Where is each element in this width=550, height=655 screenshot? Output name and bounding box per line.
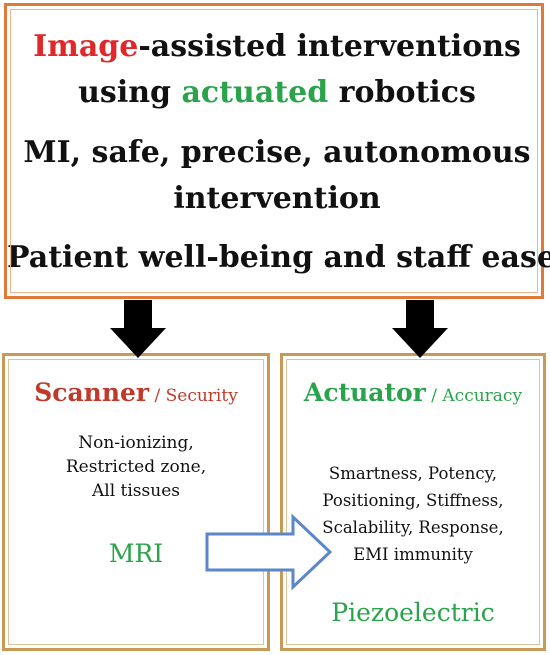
list-item: Restricted zone,: [65, 457, 207, 477]
top-line-2: using actuated robotics: [7, 76, 547, 110]
down-arrow-right-icon: [392, 300, 448, 358]
list-item: All tissues: [91, 481, 180, 501]
security-subtitle: / Security: [149, 386, 238, 406]
assisted-interventions-text: -assisted interventions: [138, 29, 521, 64]
actuator-title: Actuator: [303, 378, 426, 407]
list-item: Non-ionizing,: [78, 433, 194, 453]
actuator-properties-list: Smartness, Potency, Positioning, Stiffne…: [283, 460, 543, 568]
top-line-4: intervention: [173, 181, 381, 216]
top-line-5: Patient well-being and staff ease: [7, 240, 550, 275]
scanner-heading: Scanner / Security: [5, 378, 267, 407]
image-word: Image: [33, 29, 139, 64]
mri-label: MRI: [108, 539, 164, 568]
piezoelectric-label: Piezoelectric: [331, 598, 495, 627]
actuated-word: actuated: [181, 75, 329, 110]
list-item: Scalability, Response,: [322, 518, 504, 537]
scanner-title: Scanner: [34, 378, 150, 407]
list-item: Smartness, Potency,: [328, 464, 498, 483]
using-text: using: [78, 75, 182, 110]
list-item: Positioning, Stiffness,: [322, 491, 504, 510]
scanner-properties-list: Non-ionizing, Restricted zone, All tissu…: [5, 431, 267, 503]
top-line-3: MI, safe, precise, autonomous: [23, 135, 531, 170]
list-item: EMI immunity: [353, 545, 473, 564]
down-arrow-left-icon: [110, 300, 166, 358]
actuator-heading: Actuator / Accuracy: [283, 378, 543, 407]
top-line-1: Image-assisted interventions: [7, 30, 547, 64]
actuator-box: Actuator / Accuracy Smartness, Potency, …: [280, 353, 546, 651]
top-summary-box: Image-assisted interventions using actua…: [4, 3, 550, 299]
robotics-text: robotics: [328, 75, 476, 110]
accuracy-subtitle: / Accuracy: [425, 386, 523, 406]
scanner-box: Scanner / Security Non-ionizing, Restric…: [2, 353, 270, 651]
